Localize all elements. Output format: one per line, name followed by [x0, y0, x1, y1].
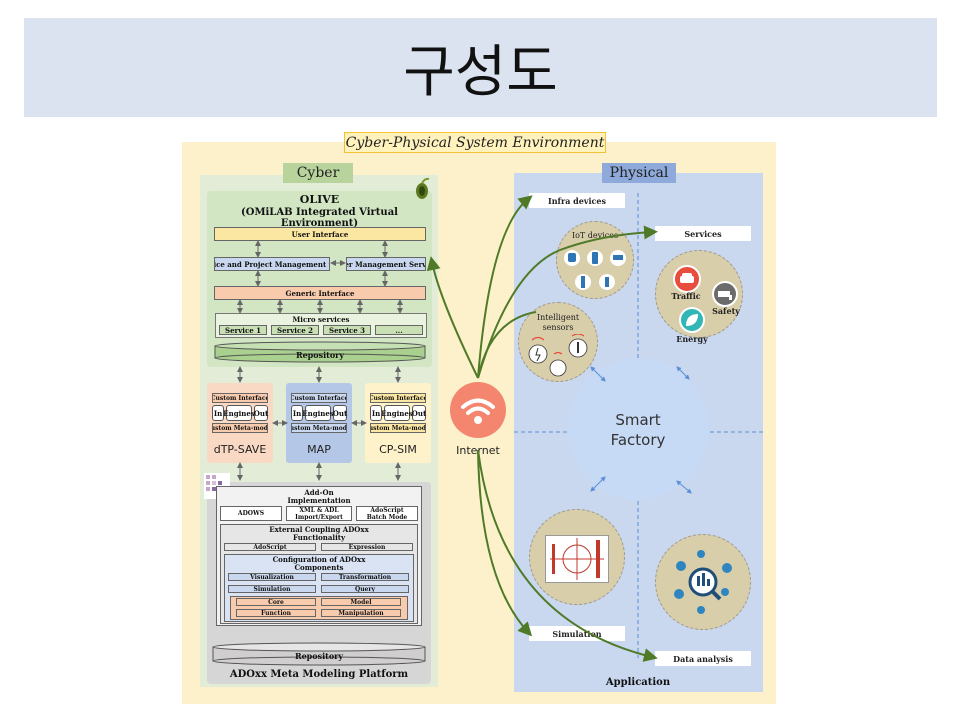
dtp-custom-interface: Custom Interface — [212, 393, 268, 403]
adoxx-repository-label: Repository — [294, 651, 344, 661]
data-analysis-icons — [667, 546, 739, 618]
simulation-label: Simulation — [529, 626, 625, 641]
cpsim-out: Out — [412, 405, 426, 421]
olive-repository-cylinder — [214, 341, 426, 363]
map-engines: Engines — [302, 405, 334, 421]
smart-factory-label: Smart Factory — [610, 411, 666, 449]
map-out: Out — [333, 405, 347, 421]
cpsim-in: In — [370, 405, 382, 421]
manipulation-box: Manipulation — [321, 609, 401, 617]
expression-box: Expression — [321, 543, 413, 551]
intelligent-sensors-label: Intelligent sensors — [536, 313, 580, 332]
infra-devices-label: Infra devices — [529, 193, 625, 208]
iot-device-icons — [562, 246, 630, 294]
iot-devices-label: IoT devices — [571, 231, 619, 240]
simulation-box: Simulation — [228, 585, 316, 593]
cyber-label: Cyber — [283, 163, 353, 183]
title-banner — [24, 18, 937, 117]
cpsim-engines: Engines — [381, 405, 413, 421]
olive-title: OLIVE — [299, 193, 340, 206]
safety-icon — [712, 281, 738, 307]
data-analysis-label: Data analysis — [655, 651, 751, 666]
services-label: Services — [655, 226, 751, 241]
olive-repository-label: Repository — [295, 350, 345, 360]
user-interface-bar: User Interface — [214, 227, 426, 241]
cpsim-custom-interface: Custom Interface — [370, 393, 426, 403]
page-title: 구성도 — [403, 40, 558, 105]
olive-subtitle: (OMiLAB Integrated Virtual Environment) — [241, 207, 398, 229]
map-custom-interface: Custom Interface — [291, 393, 347, 403]
addon-label: Add-On Implementation — [287, 488, 351, 505]
dtp-engines: Engines — [223, 405, 255, 421]
cp-sim-name: CP-SIM — [379, 443, 417, 456]
adoscript-box: AdoScript — [224, 543, 316, 551]
xml-adl-box: XML & ADL Import/Export — [286, 506, 352, 521]
dtp-in: In — [212, 405, 224, 421]
dtp-meta-model: Custom Meta-model — [212, 423, 268, 433]
adoscript-batch-box: AdoScript Batch Mode — [356, 506, 418, 521]
cpsim-meta-model: Custom Meta-model — [370, 423, 426, 433]
physical-label: Physical — [602, 163, 676, 183]
dtp-out: Out — [254, 405, 268, 421]
environment-label: Cyber-Physical System Environment — [344, 132, 606, 153]
model-box: Model — [321, 598, 401, 606]
energy-icon — [679, 307, 705, 333]
function-box: Function — [236, 609, 316, 617]
simulation-image — [545, 535, 609, 583]
service-3: Service 3 — [323, 325, 371, 335]
wifi-icon — [450, 382, 506, 438]
adoxx-platform-label: ADOxx Meta Modeling Platform — [229, 669, 409, 680]
adows-box: ADOWS — [220, 506, 282, 521]
factory-link-arrows — [590, 366, 692, 494]
service-2: Service 2 — [271, 325, 319, 335]
sensor-icons — [524, 333, 592, 378]
cyber-connector-arrows — [237, 240, 403, 645]
traffic-label: Traffic — [671, 291, 701, 301]
service-mgmt-bar: Service and Project Management tools — [214, 257, 330, 271]
map-in: In — [291, 405, 303, 421]
core-box: Core — [236, 598, 316, 606]
safety-label: Safety — [712, 306, 740, 316]
adoxx-repository-cylinder — [212, 642, 426, 666]
external-coupling-label: External Coupling ADOxx Functionality — [269, 525, 369, 542]
map-meta-model: Custom Meta-model — [291, 423, 347, 433]
micro-services-label: Micro services — [292, 315, 350, 324]
energy-label: Energy — [676, 334, 708, 344]
map-name: MAP — [307, 443, 331, 456]
olive-logo-icon — [413, 177, 431, 201]
transformation-box: Transformation — [321, 573, 409, 581]
dtp-save-name: dTP-SAVE — [213, 443, 267, 456]
traffic-icon — [673, 265, 701, 293]
query-box: Query — [321, 585, 409, 593]
service-more: ... — [375, 325, 423, 335]
config-label: Configuration of ADOxx Components — [272, 555, 366, 572]
visualization-box: Visualization — [228, 573, 316, 581]
application-label: Application — [605, 677, 671, 688]
service-1: Service 1 — [219, 325, 267, 335]
